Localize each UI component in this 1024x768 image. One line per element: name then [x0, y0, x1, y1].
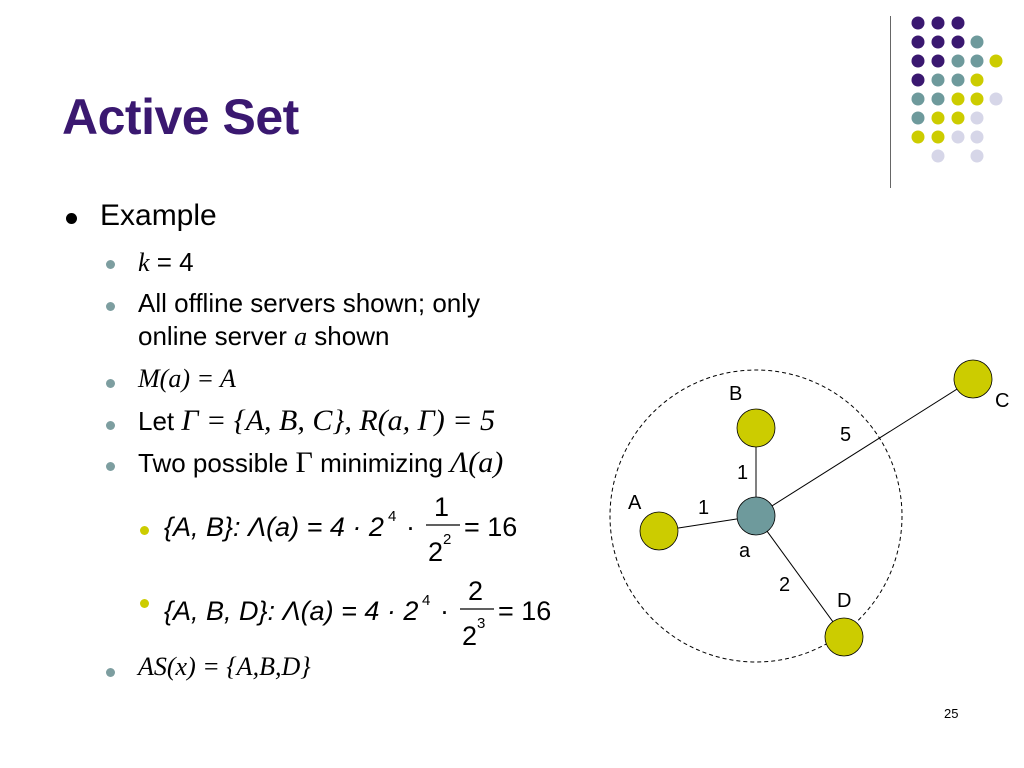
case1-denominator: 2: [428, 537, 443, 567]
dot-row-7: [911, 130, 984, 144]
dot-row-3: [911, 54, 1003, 68]
edge-a-D: [755, 515, 845, 638]
online-radius-circle: [609, 369, 903, 663]
case2-lhs: {A, B, D}: Λ(a) = 4 · 2: [164, 596, 418, 626]
node-C: [953, 359, 993, 399]
node-A: [639, 511, 679, 551]
edge-weight-aB: 1: [737, 462, 748, 484]
dot-row-1: [911, 16, 965, 30]
two-text-mid: minimizing: [320, 448, 443, 478]
node-B: [736, 408, 776, 448]
case1-lhs: {A, B}: Λ(a) = 4 · 2: [164, 512, 384, 542]
page-number: 25: [944, 706, 959, 721]
bullet-dot: [106, 668, 115, 677]
edge-weight-aA: 1: [698, 497, 709, 519]
dot-row-5: [911, 92, 1003, 106]
case2-denominator: 2: [462, 621, 477, 651]
case2-exponent: 4: [422, 592, 430, 609]
node-label-B: B: [729, 383, 742, 405]
case2-numerator: 2: [468, 576, 483, 606]
bullet-k: k = 4: [138, 247, 194, 278]
case1-result: = 16: [464, 512, 517, 542]
node-label-A: A: [628, 492, 642, 514]
node-D: [824, 617, 864, 657]
bullet-dot: [106, 421, 115, 430]
case2-result: = 16: [498, 596, 551, 626]
let-expression: Γ = {A, B, C}, R(a, Γ) = 5: [181, 404, 495, 437]
decorative-dot-grid: [911, 16, 1003, 163]
bullet-example: Example: [100, 199, 217, 232]
two-lambda: Λ(a): [450, 446, 504, 479]
case2-den-exponent: 3: [477, 615, 485, 632]
bullet-dot: [140, 526, 149, 535]
case1-exponent: 4: [388, 508, 396, 525]
let-label: Let: [138, 406, 175, 436]
edge-a-C: [755, 378, 974, 517]
bullet-dot: [140, 599, 149, 608]
dot-row-6: [911, 111, 984, 125]
two-text-pre: Two possible: [138, 448, 289, 478]
node-label-D: D: [837, 590, 851, 612]
bullet-dot: [106, 462, 115, 471]
dot-row-4: [911, 73, 984, 87]
bullet-dot: [106, 260, 115, 269]
network-diagram: B C A a D 5 1 1 2: [609, 359, 1009, 663]
case2-dot: ·: [440, 596, 449, 626]
k-equals: = 4: [149, 247, 194, 277]
two-gamma: Γ: [295, 446, 313, 479]
case1-numerator: 1: [434, 492, 449, 522]
servers-text-post: shown: [307, 321, 390, 351]
bullet-as-expr: AS(x) = {A,B,D}: [138, 652, 311, 681]
bullet-servers-line1: All offline servers shown; only: [138, 288, 481, 318]
bullet-dot: [106, 379, 115, 388]
node-a: [736, 496, 776, 536]
node-label-C: C: [995, 390, 1009, 412]
servers-text-pre: online server: [138, 321, 295, 351]
bullet-dot: [106, 302, 115, 311]
bullet-servers-line2: online server a shown: [138, 321, 389, 352]
case1-den-exponent: 2: [443, 531, 451, 548]
servers-variable: a: [294, 322, 308, 351]
edge-weight-aC: 5: [840, 424, 851, 446]
k-variable: k: [138, 248, 150, 277]
node-label-a: a: [739, 540, 751, 562]
header-divider-line: [890, 16, 891, 188]
bullet-m-expr: M(a) = A: [138, 364, 236, 393]
bullet-let: Let Γ = {A, B, C}, R(a, Γ) = 5: [138, 404, 495, 438]
dot-row-8: [931, 149, 984, 163]
case2-formula: {A, B, D}: Λ(a) = 4 · 2 4 · 2 2 3 = 16: [164, 576, 551, 651]
edge-weight-aD: 2: [779, 574, 790, 596]
slide-title: Active Set: [62, 89, 299, 145]
bullet-two-possible: Two possible Γ minimizing Λ(a): [138, 446, 503, 480]
bullet-dot: [66, 213, 77, 224]
case1-formula: {A, B}: Λ(a) = 4 · 2 4 · 1 2 2 = 16: [164, 492, 517, 567]
dot-row-2: [911, 35, 984, 49]
case1-dot: ·: [406, 512, 415, 542]
